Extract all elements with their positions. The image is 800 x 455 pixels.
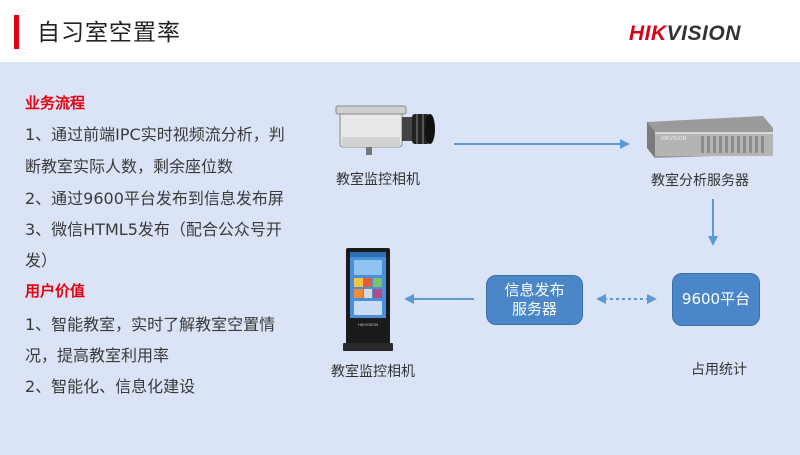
business-line-1: 1、通过前端IPC实时视频流分析，判 — [25, 125, 285, 144]
hikvision-logo: HIKVISION — [629, 22, 741, 46]
camera-label: 教室监控相机 — [336, 172, 420, 188]
info-kiosk-image: HIKVISION — [343, 248, 393, 351]
platform-9600-box: 9600平台 — [672, 273, 760, 326]
logo-hik: HIK — [629, 22, 667, 45]
server-image: HIKVISION — [647, 116, 773, 158]
page-title: 自习室空置率 — [37, 20, 181, 46]
business-process-heading: 业务流程 — [25, 94, 86, 112]
user-value-heading: 用户价值 — [25, 282, 86, 300]
title-accent-bar — [14, 15, 19, 49]
business-line-4: 3、微信HTML5发布（配合公众号开 — [25, 220, 282, 239]
title-bar: 自习室空置率 HIKVISION — [0, 0, 800, 62]
business-line-3: 2、通过9600平台发布到信息发布屏 — [25, 189, 284, 208]
camera-image — [335, 105, 435, 155]
business-line-5: 发） — [25, 251, 58, 270]
value-line-3: 2、智能化、信息化建设 — [25, 377, 196, 396]
value-line-1: 1、智能教室，实时了解教室空置情 — [25, 315, 276, 334]
business-line-2: 断教室实际人数，剩余座位数 — [25, 157, 234, 176]
kiosk-label: 教室监控相机 — [331, 364, 415, 380]
info-publish-server-box: 信息发布 服务器 — [486, 275, 583, 325]
server-label: 教室分析服务器 — [651, 173, 749, 189]
logo-vision: VISION — [666, 22, 741, 45]
kiosk-brand-text: HIKVISION — [358, 322, 378, 327]
occupancy-stats-label: 占用统计 — [691, 362, 747, 378]
value-line-2: 况，提高教室利用率 — [25, 346, 170, 365]
server-brand-text: HIKVISION — [661, 136, 687, 142]
